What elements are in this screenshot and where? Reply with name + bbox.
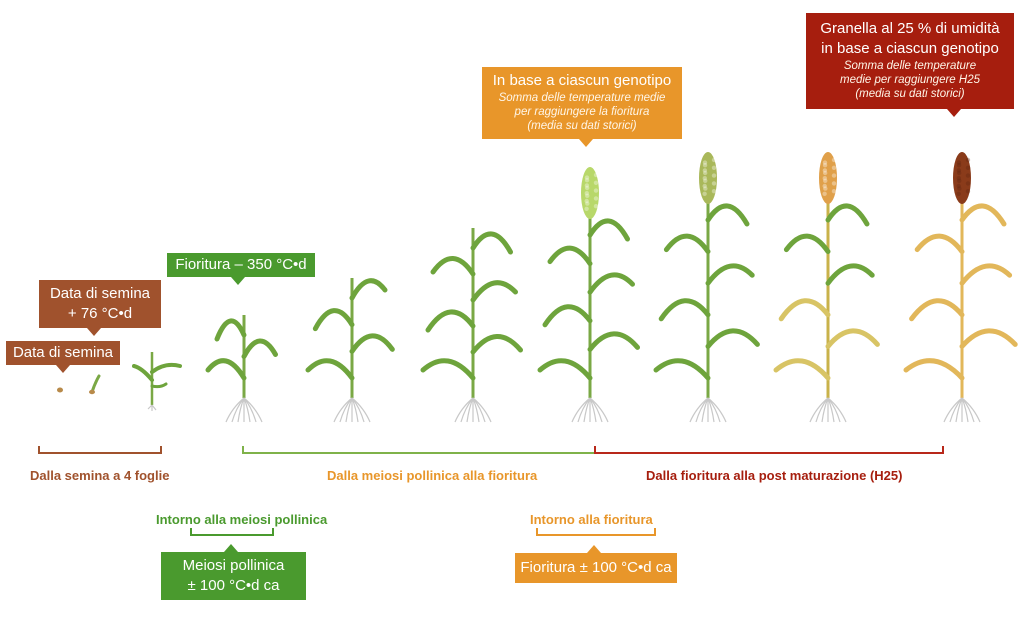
callout-fioritura-genotipo-title: In base a ciascun genotipo <box>492 72 672 89</box>
plant-stage-4-leaves <box>205 315 278 423</box>
bracket-intorno-fioritura <box>536 528 656 536</box>
label-intorno-meiosi: Intorno alla meiosi pollinica <box>156 512 328 527</box>
phase-label-semina-4foglie: Dalla semina a 4 foglie <box>30 468 170 483</box>
callout-meiosi-pollinica-text: Meiosi pollinica ± 100 °C•d ca <box>182 557 285 594</box>
phase-label-fioritura-h25: Dalla fioritura alla post maturazione (H… <box>646 468 903 483</box>
callout-fioritura-genotipo-sub: Somma delle temperature medie per raggiu… <box>498 92 666 132</box>
callout-data-semina: Data di semina <box>6 341 120 365</box>
callout-data-semina-76: Data di semina + 76 °C•d <box>39 280 161 328</box>
phase-line-meiosi-fioritura <box>242 446 594 454</box>
bracket-intorno-meiosi <box>190 528 274 536</box>
callout-fioritura-genotipo: In base a ciascun genotipo Somma delle t… <box>482 67 682 139</box>
phase-line-fioritura-h25 <box>594 446 944 454</box>
plant-stage-fioritura <box>537 167 640 423</box>
plant-stage-6-leaves <box>305 278 395 423</box>
callout-fioritura-350-text: Fioritura – 350 °C•d <box>175 256 307 273</box>
phase-label-meiosi-fioritura: Dalla meiosi pollinica alla fioritura <box>327 468 538 483</box>
callout-granella-title: Granella al 25 % di umidità in base a ci… <box>820 20 1000 57</box>
callout-data-semina-76-text: Data di semina + 76 °C•d <box>49 285 151 322</box>
phase-line-semina-4foglie <box>38 446 162 454</box>
label-intorno-fioritura: Intorno alla fioritura <box>530 512 653 527</box>
plant-stage-maturazione <box>773 152 880 423</box>
plant-stage-meiosi <box>420 228 523 423</box>
plant-stage-granella-lattea <box>653 152 760 423</box>
plant-stage-seedling <box>132 352 182 411</box>
callout-granella-sub: Somma delle temperature medie per raggiu… <box>839 60 980 100</box>
plant-stage-seed <box>57 374 101 395</box>
callout-fioritura-100: Fioritura ± 100 °C•d ca <box>515 553 677 583</box>
callout-granella-h25: Granella al 25 % di umidità in base a ci… <box>806 13 1014 109</box>
callout-data-semina-text: Data di semina <box>12 344 114 361</box>
plant-stage-h25 <box>903 152 1018 423</box>
callout-fioritura-350: Fioritura – 350 °C•d <box>167 253 315 277</box>
callout-meiosi-pollinica: Meiosi pollinica ± 100 °C•d ca <box>161 552 306 600</box>
callout-fioritura-100-text: Fioritura ± 100 °C•d ca <box>520 559 672 576</box>
